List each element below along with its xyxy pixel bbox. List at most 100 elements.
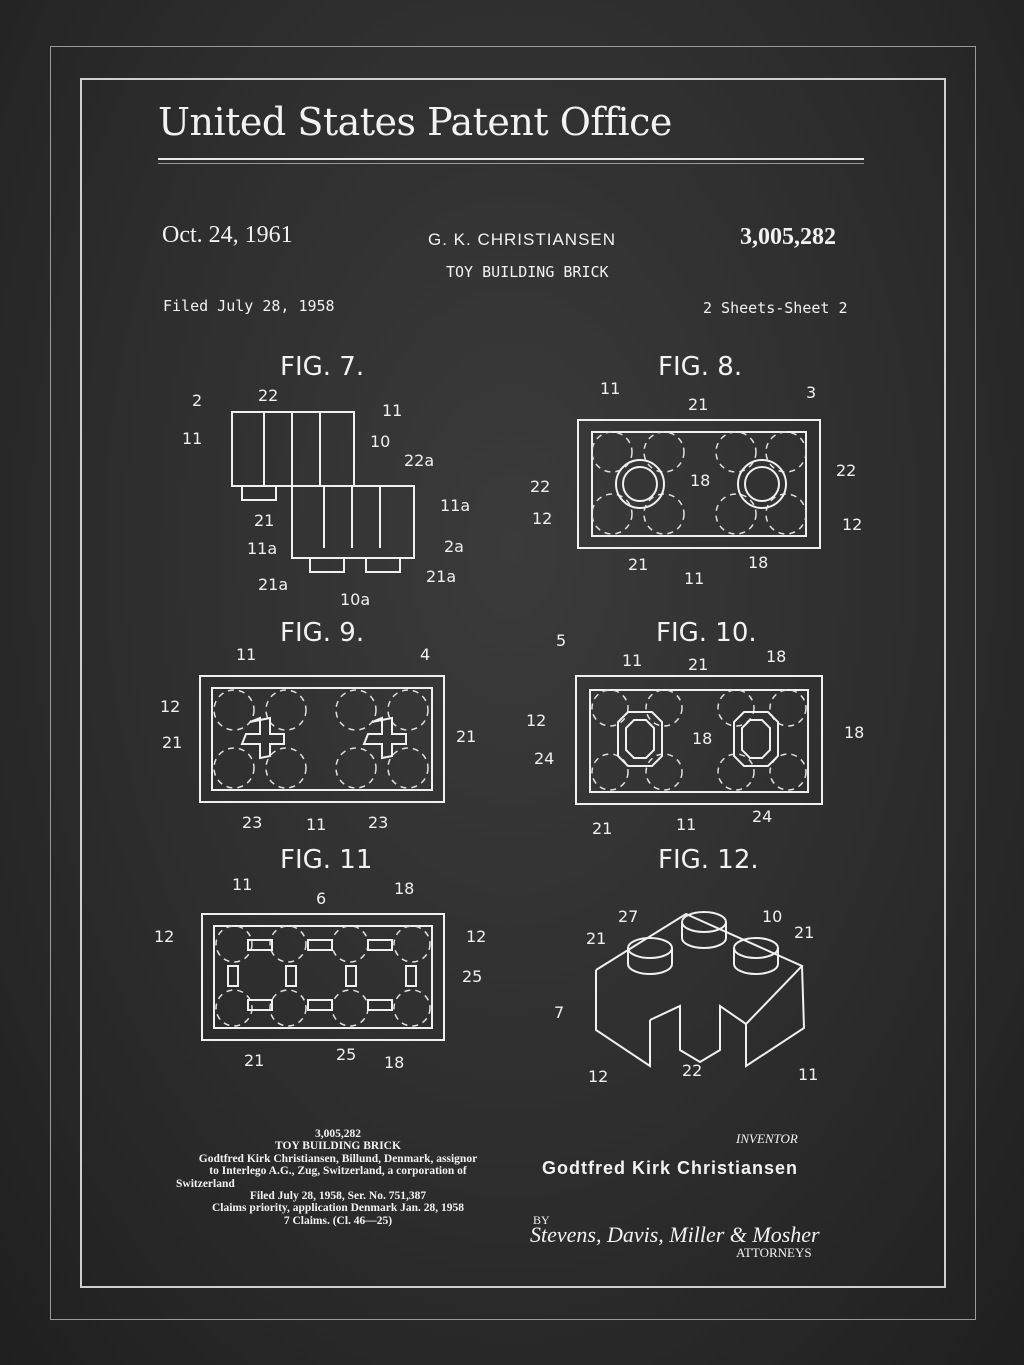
fig12-top-outline bbox=[595, 912, 804, 1025]
abstract-line-6: 7 Claims. (Cl. 46—25) bbox=[283, 1214, 393, 1227]
fig8-callout-18-bottom: 18 bbox=[748, 553, 768, 572]
fig12-left-face bbox=[595, 970, 651, 1068]
fig7-callout-11b: 11 bbox=[382, 401, 402, 420]
fig11-callout-25-bottom: 25 bbox=[336, 1045, 356, 1064]
fig8-brick-outer bbox=[577, 419, 821, 549]
abstract-title: TOY BUILDING BRICK bbox=[275, 1140, 401, 1153]
fig8-callout-21-bottom: 21 bbox=[628, 555, 648, 574]
fig10-callout-21: 21 bbox=[688, 655, 708, 674]
fig11-callout-12-left: 12 bbox=[154, 927, 174, 946]
fig9-brick-outer bbox=[199, 675, 445, 803]
abstract-line-1: Godtfred Kirk Christiansen, Billund, Den… bbox=[198, 1152, 478, 1165]
abstract-line-4: Filed July 28, 1958, Ser. No. 751,387 bbox=[249, 1190, 427, 1203]
fig12-callout-11: 11 bbox=[798, 1065, 818, 1084]
fig7-callout-21: 21 bbox=[254, 511, 274, 530]
fig10-tube-right bbox=[733, 711, 779, 767]
fig7-drawing bbox=[231, 411, 415, 573]
fig10-label: FIG. 10. bbox=[656, 618, 757, 648]
fig10-tube-left bbox=[617, 711, 663, 767]
fig8-callout-3: 3 bbox=[806, 383, 816, 402]
fig7-callout-11a-right: 11a bbox=[440, 496, 470, 515]
fig7-callout-10: 10 bbox=[370, 432, 390, 451]
by-label: BY bbox=[533, 1213, 550, 1227]
inventor-header: G. K. CHRISTIANSEN bbox=[428, 230, 617, 249]
fig11-callout-21: 21 bbox=[244, 1051, 264, 1070]
fig11-brick-inner bbox=[213, 925, 433, 1029]
fig10-callout-5: 5 bbox=[556, 631, 566, 650]
fig11-callout-25-right: 25 bbox=[462, 967, 482, 986]
fig8-callout-12-left: 12 bbox=[532, 509, 552, 528]
abstract-number: 3,005,282 bbox=[315, 1128, 361, 1140]
fig8-callout-18: 18 bbox=[690, 471, 710, 490]
fig10-brick-inner bbox=[589, 689, 809, 793]
fig7-callout-21a-left: 21a bbox=[258, 575, 288, 594]
attorneys-label: ATTORNEYS bbox=[736, 1245, 812, 1260]
abstract-line-3: Switzerland bbox=[176, 1177, 235, 1190]
fig10-callout-24-right: 24 bbox=[752, 807, 772, 826]
attorney-signature: Stevens, Davis, Miller & Mosher bbox=[530, 1222, 820, 1247]
fig10-brick-outer bbox=[575, 675, 823, 805]
fig7-callout-2a: 2a bbox=[444, 537, 464, 556]
fig12-callout-27: 27 bbox=[618, 907, 638, 926]
fig8-callouts: 11 21 3 22 22 18 12 12 21 11 18 bbox=[530, 379, 862, 588]
fig8-callout-12-right: 12 bbox=[842, 515, 862, 534]
fig12-callout-21-left: 21 bbox=[586, 929, 606, 948]
fig11-callout-6: 6 bbox=[316, 889, 326, 908]
fig12-callout-7: 7 bbox=[554, 1003, 564, 1022]
fig7-callouts: 2 22 11 11 10 22a 11a 21 11a 2a 21a 21a … bbox=[182, 386, 470, 609]
fig8-callout-11: 11 bbox=[600, 379, 620, 398]
fig10-callouts: 5 11 21 18 12 18 18 24 21 11 24 bbox=[526, 631, 864, 838]
sheet-count: 2 Sheets-Sheet 2 bbox=[703, 299, 848, 317]
fig10-callout-21-bottom: 21 bbox=[592, 819, 612, 838]
fig12-drawing bbox=[595, 911, 806, 1068]
inventor-name: Godtfred Kirk Christiansen bbox=[542, 1158, 799, 1178]
fig9-callout-4: 4 bbox=[420, 645, 430, 664]
fig12-label: FIG. 12. bbox=[658, 845, 759, 875]
fig8-label: FIG. 8. bbox=[658, 352, 743, 382]
fig10-callout-18-top: 18 bbox=[766, 647, 786, 666]
fig8-tube-left bbox=[615, 459, 665, 509]
fig12-callouts: 27 10 21 21 7 12 22 11 bbox=[554, 907, 818, 1086]
fig12-callout-21-right: 21 bbox=[794, 923, 814, 942]
fig12-callout-10: 10 bbox=[762, 907, 782, 926]
patent-subtitle: TOY BUILDING BRICK bbox=[446, 263, 609, 281]
fig9-callout-23-right: 23 bbox=[368, 813, 388, 832]
fig8-drawing bbox=[577, 419, 821, 549]
fig9-callout-11: 11 bbox=[236, 645, 256, 664]
fig10-callout-11: 11 bbox=[622, 651, 642, 670]
fig11-drawing bbox=[201, 913, 445, 1041]
fig7-callout-2: 2 bbox=[192, 391, 202, 410]
fig7-callout-22a: 22a bbox=[404, 451, 434, 470]
fig11-callouts: 11 6 18 12 12 25 21 25 18 bbox=[154, 875, 486, 1072]
fig8-brick-inner bbox=[591, 431, 807, 537]
patent-date: Oct. 24, 1961 bbox=[162, 222, 293, 248]
fig10-callout-24-left: 24 bbox=[534, 749, 554, 768]
fig9-callouts: 11 4 12 21 21 23 11 23 bbox=[160, 645, 476, 834]
fig9-cross-left bbox=[240, 716, 285, 760]
fig9-callout-12: 12 bbox=[160, 697, 180, 716]
fig11-brick-outer bbox=[201, 913, 445, 1041]
title-rule-thin bbox=[158, 163, 864, 164]
fig9-callout-21-right: 21 bbox=[456, 727, 476, 746]
office-title: United States Patent Office bbox=[158, 100, 672, 144]
outer-border bbox=[50, 46, 976, 1320]
abstract-line-2: to Interlego A.G., Zug, Switzerland, a c… bbox=[209, 1165, 467, 1178]
fig9-callout-11-bottom: 11 bbox=[306, 815, 326, 834]
fig11-label: FIG. 11 bbox=[280, 845, 373, 875]
fig7-callout-11a: 11 bbox=[182, 429, 202, 448]
fig9-drawing bbox=[199, 675, 445, 803]
abstract-line-5: Claims priority, application Denmark Jan… bbox=[211, 1202, 465, 1215]
fig10-callout-12: 12 bbox=[526, 711, 546, 730]
fig10-drawing bbox=[575, 675, 823, 805]
title-rule bbox=[158, 158, 864, 160]
inventor-label: INVENTOR bbox=[736, 1131, 798, 1146]
fig9-callout-21-left: 21 bbox=[162, 733, 182, 752]
fig12-callout-12: 12 bbox=[588, 1067, 608, 1086]
fig10-callout-18-right: 18 bbox=[844, 723, 864, 742]
fig8-callout-22-left: 22 bbox=[530, 477, 550, 496]
fig9-label: FIG. 9. bbox=[280, 618, 365, 648]
fig9-callout-23-left: 23 bbox=[242, 813, 262, 832]
filed-date: Filed July 28, 1958 bbox=[163, 297, 335, 315]
fig11-callout-11: 11 bbox=[232, 875, 252, 894]
